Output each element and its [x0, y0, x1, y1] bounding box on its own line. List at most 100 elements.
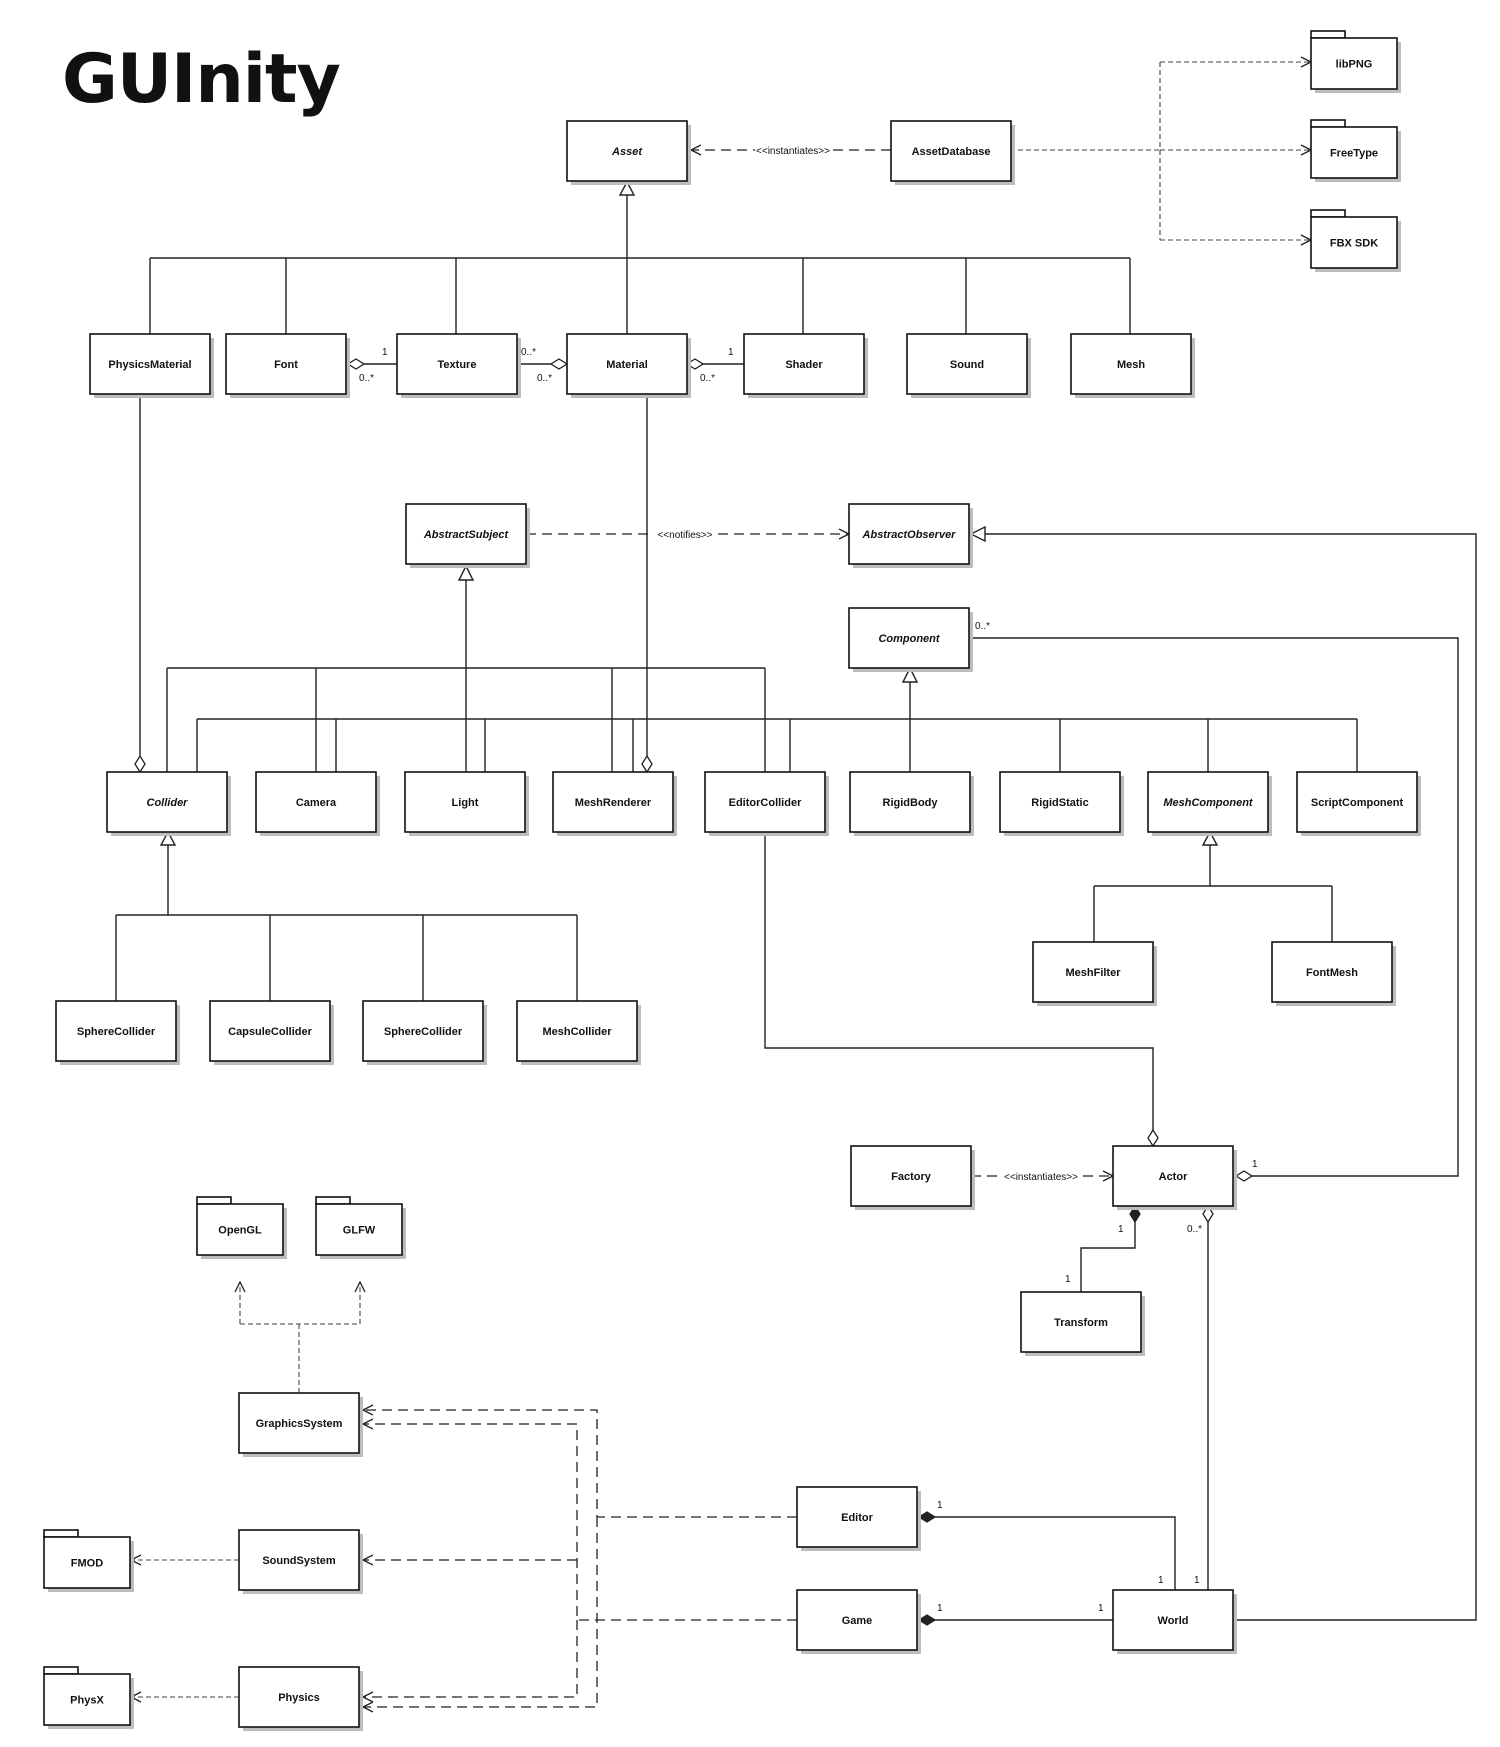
class-shader: Shader [743, 333, 868, 398]
class-texture: Texture [396, 333, 521, 398]
notifies-label: <<notifies>> [657, 530, 712, 541]
class-mesh-collider: MeshCollider [516, 1000, 641, 1065]
class-factory: Factory [850, 1145, 975, 1210]
class-box [566, 120, 688, 182]
class-mesh: Mesh [1070, 333, 1195, 398]
class-script-component: ScriptComponent [1296, 771, 1421, 836]
class-box [743, 333, 865, 395]
instantiates-label: <<instantiates>> [756, 146, 830, 157]
class-name: Collider [147, 797, 189, 809]
class-name: AbstractSubject [423, 529, 510, 541]
class-name: AbstractObserver [862, 529, 957, 541]
class-box [362, 1000, 484, 1062]
class-name: FontMesh [1306, 967, 1358, 979]
class-name: Light [452, 797, 479, 809]
class-box [1112, 1589, 1234, 1651]
class-box [238, 1666, 360, 1728]
actor-transform-composition: 1 1 [1065, 1204, 1141, 1292]
package-libpng: libPNG [1310, 30, 1401, 93]
class-rigid-body: RigidBody [849, 771, 974, 836]
class-name: Material [606, 359, 648, 371]
class-name: Transform [1054, 1317, 1108, 1329]
class-name: ScriptComponent [1311, 797, 1404, 809]
class-font-mesh: FontMesh [1271, 941, 1396, 1006]
class-box [1070, 333, 1192, 395]
class-box [704, 771, 826, 833]
class-box [209, 1000, 331, 1062]
class-asset: Asset [566, 120, 691, 185]
class-physics: Physics [238, 1666, 363, 1731]
editorcollider-actor-aggregation [764, 832, 1159, 1148]
class-name: AssetDatabase [912, 146, 991, 158]
package-tab [43, 1529, 79, 1538]
package-tab [1310, 119, 1346, 128]
package-name: OpenGL [218, 1225, 262, 1237]
svg-text:1: 1 [1194, 1575, 1200, 1586]
class-box [405, 503, 527, 565]
class-material: Material [566, 333, 691, 398]
class-component: Component [848, 607, 973, 672]
class-box [848, 607, 970, 669]
package-body [43, 1536, 131, 1589]
class-game: Game [796, 1589, 921, 1654]
class-collider: Collider [106, 771, 231, 836]
class-box [848, 503, 970, 565]
package-freetype: FreeType [1310, 119, 1401, 182]
instantiates-asset-connector: <<instantiates>> [691, 142, 891, 157]
package-body [43, 1673, 131, 1726]
class-box [516, 1000, 638, 1062]
graphics-library-dependencies [240, 1282, 360, 1393]
component-actor-aggregation: 0..* 1 [971, 621, 1459, 1182]
package-physx: PhysX [43, 1666, 134, 1729]
package-opengl: OpenGL [196, 1196, 287, 1259]
class-name: Camera [296, 797, 337, 809]
package-fmod: FMOD [43, 1529, 134, 1592]
class-font: Font [225, 333, 350, 398]
class-name: MeshRenderer [575, 797, 652, 809]
class-world: World [1112, 1589, 1237, 1654]
game-world-composition: 1 1 [917, 1603, 1113, 1626]
world-abstractobserver-link [969, 525, 1477, 1621]
asset-generalization [149, 180, 1131, 334]
svg-text:1: 1 [937, 1603, 943, 1614]
class-name: Actor [1159, 1171, 1188, 1183]
class-box [850, 1145, 972, 1207]
class-abstract-subject: AbstractSubject [405, 503, 530, 568]
package-fbx-sdk: FBX SDK [1310, 209, 1401, 272]
class-box [1147, 771, 1269, 833]
svg-text:1: 1 [1158, 1575, 1164, 1586]
class-name: CapsuleCollider [228, 1026, 312, 1038]
class-mesh-component: MeshComponent [1147, 771, 1272, 836]
class-box [404, 771, 526, 833]
material-meshrenderer-aggregation [641, 394, 653, 774]
package-body [1310, 216, 1398, 269]
package-tab [43, 1666, 79, 1675]
class-name: GraphicsSystem [256, 1418, 343, 1430]
svg-text:0..*: 0..* [521, 347, 536, 358]
actor-world-aggregation: 0..* 1 [1187, 1204, 1214, 1591]
font-texture-aggregation: 1 0..* [346, 347, 397, 384]
package-tab [1310, 209, 1346, 218]
class-name: Component [878, 633, 940, 645]
package-body [196, 1203, 284, 1256]
class-name: Font [274, 359, 298, 371]
collider-generalization [115, 830, 578, 1001]
class-sound-system: SoundSystem [238, 1529, 363, 1594]
class-name: EditorCollider [729, 797, 802, 809]
package-body [1310, 126, 1398, 179]
class-name: Asset [611, 146, 643, 158]
package-name: FreeType [1330, 148, 1378, 160]
abstractsubject-generalization [166, 564, 766, 772]
class-box [1112, 1145, 1234, 1207]
class-mesh-filter: MeshFilter [1032, 941, 1157, 1006]
package-body [1310, 37, 1398, 90]
class-name: PhysicsMaterial [108, 359, 191, 371]
class-abstract-observer: AbstractObserver [848, 503, 973, 568]
class-box [906, 333, 1028, 395]
package-name: PhysX [70, 1695, 104, 1707]
package-name: GLFW [343, 1225, 376, 1237]
svg-text:1: 1 [1118, 1224, 1124, 1235]
game-system-dependencies [363, 1424, 797, 1697]
class-name: Factory [891, 1171, 932, 1183]
